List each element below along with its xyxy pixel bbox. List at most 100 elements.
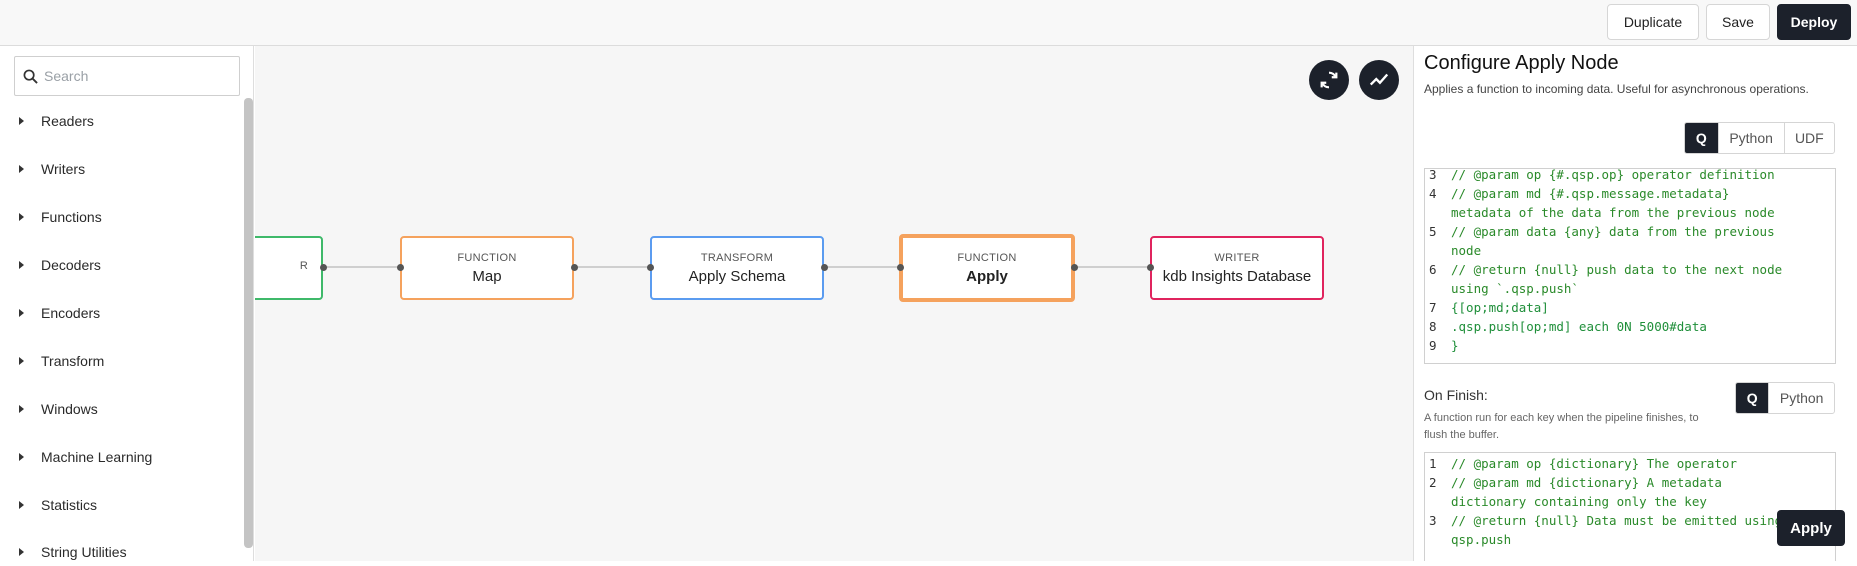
node-name: Apply Schema	[688, 267, 786, 285]
category-encoders[interactable]: Encoders	[0, 299, 240, 327]
pipeline-node-apply-schema[interactable]: TRANSFORM Apply Schema	[650, 236, 824, 300]
caret-right-icon	[19, 501, 24, 509]
category-functions[interactable]: Functions	[0, 203, 240, 231]
category-label: String Utilities	[41, 544, 127, 560]
on-finish-description: A function run for each key when the pip…	[1424, 412, 1699, 441]
panel-description: Applies a function to incoming data. Use…	[1424, 82, 1809, 96]
node-kind: FUNCTION	[457, 251, 517, 264]
duplicate-button[interactable]: Duplicate	[1607, 4, 1699, 40]
configure-panel: Configure Apply Node Applies a function …	[1413, 46, 1857, 561]
caret-right-icon	[19, 548, 24, 556]
category-string-utilities[interactable]: String Utilities	[0, 538, 240, 566]
code-line: dictionary containing only the key	[1451, 494, 1707, 509]
language-toggle[interactable]: Q Python UDF	[1684, 122, 1835, 154]
code-line: 8 .qsp.push[op;md] each 0N 5000#data	[1429, 319, 1707, 334]
caret-right-icon	[19, 261, 24, 269]
category-label: Functions	[41, 209, 102, 225]
category-label: Decoders	[41, 257, 101, 273]
edge	[1073, 266, 1153, 268]
trend-button[interactable]	[1359, 60, 1399, 100]
apply-button[interactable]: Apply	[1777, 510, 1845, 546]
caret-right-icon	[19, 309, 24, 317]
pipeline-node-map[interactable]: FUNCTION Map	[400, 236, 574, 300]
pipeline-node-writer[interactable]: WRITER kdb Insights Database	[1150, 236, 1324, 300]
category-readers[interactable]: Readers	[0, 107, 240, 135]
pipeline-node-apply-selected[interactable]: FUNCTION Apply	[899, 234, 1075, 302]
finish-code-editor[interactable]: 1// @param op {dictionary} The operator …	[1424, 452, 1836, 561]
node-palette-sidebar: Readers Writers Functions Decoders Encod…	[0, 46, 254, 561]
category-label: Transform	[41, 353, 105, 369]
node-name: Map	[472, 267, 502, 285]
caret-right-icon	[19, 213, 24, 221]
category-machine-learning[interactable]: Machine Learning	[0, 443, 240, 471]
sync-icon	[1320, 71, 1338, 89]
code-line: using `.qsp.push`	[1451, 281, 1579, 296]
node-kind: WRITER	[1214, 251, 1260, 264]
category-transform[interactable]: Transform	[0, 347, 240, 375]
lang-python[interactable]: Python	[1719, 123, 1785, 153]
on-finish-language-toggle[interactable]: Q Python	[1735, 382, 1835, 414]
search-input[interactable]	[44, 68, 224, 84]
panel-title: Configure Apply Node	[1424, 52, 1619, 74]
category-statistics[interactable]: Statistics	[0, 491, 240, 519]
pipeline-canvas[interactable]: R FUNCTION Map TRANSFORM Apply Schema FU…	[255, 46, 1413, 561]
output-port[interactable]	[1071, 264, 1078, 271]
code-line: 5// @param data {any} data from the prev…	[1429, 224, 1775, 239]
category-writers[interactable]: Writers	[0, 155, 240, 183]
code-line: 3// @return {null} Data must be emitted …	[1429, 513, 1783, 528]
code-editor[interactable]: 3// @param op {#.qsp.op} operator defini…	[1424, 168, 1836, 364]
node-kind: R	[299, 260, 309, 272]
code-line: 1// @param op {dictionary} The operator	[1429, 456, 1737, 471]
output-port[interactable]	[821, 264, 828, 271]
edge	[573, 266, 653, 268]
category-label: Machine Learning	[41, 449, 153, 465]
lang-python[interactable]: Python	[1779, 390, 1824, 406]
trend-icon	[1369, 73, 1389, 86]
node-kind: TRANSFORM	[700, 251, 774, 264]
code-line: 4// @param md {#.qsp.message.metadata}	[1429, 186, 1730, 201]
deploy-button[interactable]: Deploy	[1777, 4, 1851, 40]
input-port[interactable]	[897, 264, 904, 271]
category-label: Windows	[41, 401, 98, 417]
caret-right-icon	[19, 117, 24, 125]
input-port[interactable]	[397, 264, 404, 271]
category-label: Readers	[41, 113, 94, 129]
node-kind: FUNCTION	[957, 251, 1017, 264]
input-port[interactable]	[647, 264, 654, 271]
edge	[823, 266, 903, 268]
lang-q[interactable]: Q	[1685, 123, 1719, 153]
category-label: Statistics	[41, 497, 98, 513]
input-port[interactable]	[1147, 264, 1154, 271]
code-line: 6// @return {null} push data to the next…	[1429, 262, 1783, 277]
node-name: kdb Insights Database	[1162, 267, 1312, 285]
caret-right-icon	[19, 453, 24, 461]
sidebar-scrollbar[interactable]	[244, 98, 253, 548]
code-line: node	[1451, 243, 1482, 258]
search-box[interactable]	[14, 56, 240, 96]
lang-q[interactable]: Q	[1736, 383, 1770, 413]
edge	[323, 266, 403, 268]
output-port[interactable]	[320, 264, 327, 271]
category-windows[interactable]: Windows	[0, 395, 240, 423]
lang-udf[interactable]: UDF	[1794, 130, 1824, 146]
caret-right-icon	[19, 405, 24, 413]
top-toolbar: Duplicate Save Deploy	[0, 0, 1857, 46]
output-port[interactable]	[571, 264, 578, 271]
caret-right-icon	[19, 165, 24, 173]
code-line: 9 }	[1429, 338, 1459, 353]
code-line: metadata of the data from the previous n…	[1451, 205, 1775, 220]
search-icon	[23, 69, 38, 84]
code-line: qsp.push	[1451, 532, 1512, 547]
category-label: Writers	[41, 161, 86, 177]
code-line: 3// @param op {#.qsp.op} operator defini…	[1429, 168, 1775, 182]
pipeline-node-reader[interactable]: R	[255, 236, 323, 300]
category-label: Encoders	[41, 305, 101, 321]
category-decoders[interactable]: Decoders	[0, 251, 240, 279]
sync-button[interactable]	[1309, 60, 1349, 100]
node-name: Apply	[966, 267, 1008, 285]
code-line: 2// @param md {dictionary} A metadata	[1429, 475, 1722, 490]
save-button[interactable]: Save	[1706, 4, 1770, 40]
on-finish-label: On Finish:	[1424, 387, 1488, 403]
code-line: 7{[op;md;data]	[1429, 300, 1549, 315]
caret-right-icon	[19, 357, 24, 365]
